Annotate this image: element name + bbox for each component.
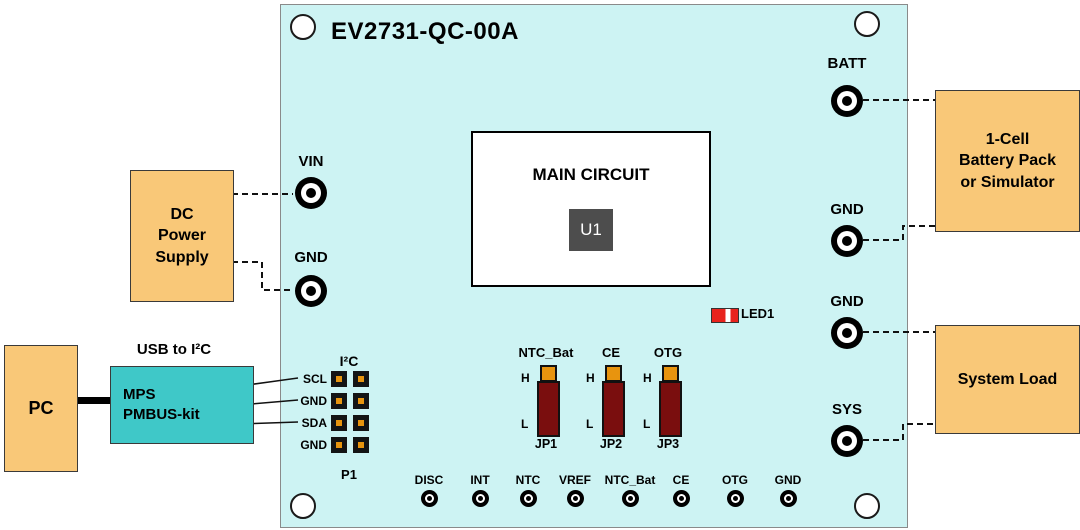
gnd-right2-label: GND xyxy=(830,293,864,310)
testpoint-gnd: GND xyxy=(758,473,818,512)
jumper-jp3: OTG H L JP3 xyxy=(636,345,700,455)
system-load-box: System Load xyxy=(935,325,1080,434)
header-pin xyxy=(353,415,369,431)
led1-icon xyxy=(711,308,739,323)
gnd-left-connector xyxy=(295,275,327,307)
gnd-right2-connector xyxy=(831,317,863,349)
mounting-hole xyxy=(290,14,316,40)
jp2-h-label: H xyxy=(586,371,595,385)
testpoint-ce: CE xyxy=(651,473,711,512)
jp3-signal-label: OTG xyxy=(653,345,683,360)
mounting-hole xyxy=(854,493,880,519)
testpoint-pad xyxy=(621,490,639,507)
testpoint-pad xyxy=(726,490,744,507)
i2c-pin-label-sda: SDA xyxy=(301,416,327,430)
testpoint-pad xyxy=(672,490,690,507)
sys-label: SYS xyxy=(831,401,862,418)
gnd-right1-connector xyxy=(831,225,863,257)
board-title: EV2731-QC-00A xyxy=(331,18,519,45)
i2c-pin-label-scl: SCL xyxy=(303,372,327,386)
jp3-pin xyxy=(662,365,679,382)
jp2-ref-label: JP2 xyxy=(599,437,623,451)
testpoint-label: NTC_Bat xyxy=(604,473,656,487)
i2c-header-title: I²C xyxy=(339,353,359,369)
gnd-left-label: GND xyxy=(294,249,328,266)
jp2-pin xyxy=(605,365,622,382)
testpoint-disc: DISC xyxy=(399,473,459,512)
header-pin xyxy=(331,437,347,453)
header-pin xyxy=(331,393,347,409)
gnd-right1-label: GND xyxy=(830,201,864,218)
usb-to-i2c-caption: USB to I²C xyxy=(136,341,212,358)
main-circuit-block: MAIN CIRCUIT U1 xyxy=(471,131,711,287)
u1-chip: U1 xyxy=(569,209,613,251)
usb-cable xyxy=(74,397,112,404)
jp3-h-label: H xyxy=(643,371,652,385)
jumper-jp2: CE H L JP2 xyxy=(579,345,643,455)
mounting-hole xyxy=(854,11,880,37)
testpoint-label: INT xyxy=(470,473,490,487)
i2c-pin-labels: SCL GND SDA GND xyxy=(281,368,327,456)
jp1-l-label: L xyxy=(521,417,529,431)
mps-pmbus-kit-box: MPS PMBUS-kit xyxy=(110,366,254,444)
testpoint-vref: VREF xyxy=(545,473,605,512)
header-pin xyxy=(353,393,369,409)
testpoint-label: NTC xyxy=(515,473,541,487)
testpoint-label: CE xyxy=(672,473,690,487)
jp2-signal-label: CE xyxy=(601,345,621,360)
jp1-signal-label: NTC_Bat xyxy=(518,345,574,360)
batt-label: BATT xyxy=(827,55,867,72)
testpoint-otg: OTG xyxy=(705,473,765,512)
testpoint-pad xyxy=(519,490,537,507)
jp1-h-label: H xyxy=(521,371,530,385)
batt-connector xyxy=(831,85,863,117)
header-pin xyxy=(331,371,347,387)
testpoint-int: INT xyxy=(450,473,510,512)
testpoint-pad xyxy=(420,490,438,507)
testpoint-pad xyxy=(779,490,797,507)
vin-label: VIN xyxy=(298,153,324,170)
eval-board: EV2731-QC-00A VIN GND BATT GND GND SYS M… xyxy=(280,4,908,528)
jp2-shunt xyxy=(602,381,625,437)
testpoint-ntc-bat: NTC_Bat xyxy=(600,473,660,512)
jp3-shunt xyxy=(659,381,682,437)
i2c-header-p1 xyxy=(331,371,369,453)
i2c-pin-label-gnd2: GND xyxy=(300,438,327,452)
jp1-ref-label: JP1 xyxy=(534,437,558,451)
jp3-l-label: L xyxy=(643,417,651,431)
jumper-jp1: NTC_Bat H L JP1 xyxy=(514,345,578,455)
vin-connector xyxy=(295,177,327,209)
testpoint-label: GND xyxy=(774,473,802,487)
testpoint-pad xyxy=(471,490,489,507)
testpoint-label: VREF xyxy=(558,473,591,487)
mounting-hole xyxy=(290,493,316,519)
i2c-pin-label-gnd1: GND xyxy=(300,394,327,408)
sys-connector xyxy=(831,425,863,457)
testpoint-label: OTG xyxy=(722,473,748,487)
jp1-shunt xyxy=(537,381,560,437)
header-pin xyxy=(353,371,369,387)
jp2-l-label: L xyxy=(586,417,594,431)
led1-label: LED1 xyxy=(741,306,775,321)
pc-box: PC xyxy=(4,345,78,472)
dc-power-supply-box: DC Power Supply xyxy=(130,170,234,302)
battery-pack-box: 1-Cell Battery Pack or Simulator xyxy=(935,90,1080,232)
jp3-ref-label: JP3 xyxy=(656,437,680,451)
header-pin xyxy=(331,415,347,431)
testpoint-label: DISC xyxy=(414,473,444,487)
testpoint-ntc: NTC xyxy=(498,473,558,512)
header-pin xyxy=(353,437,369,453)
main-circuit-title: MAIN CIRCUIT xyxy=(532,165,650,184)
p1-ref-label: P1 xyxy=(341,467,357,482)
testpoint-pad xyxy=(566,490,584,507)
jp1-pin xyxy=(540,365,557,382)
